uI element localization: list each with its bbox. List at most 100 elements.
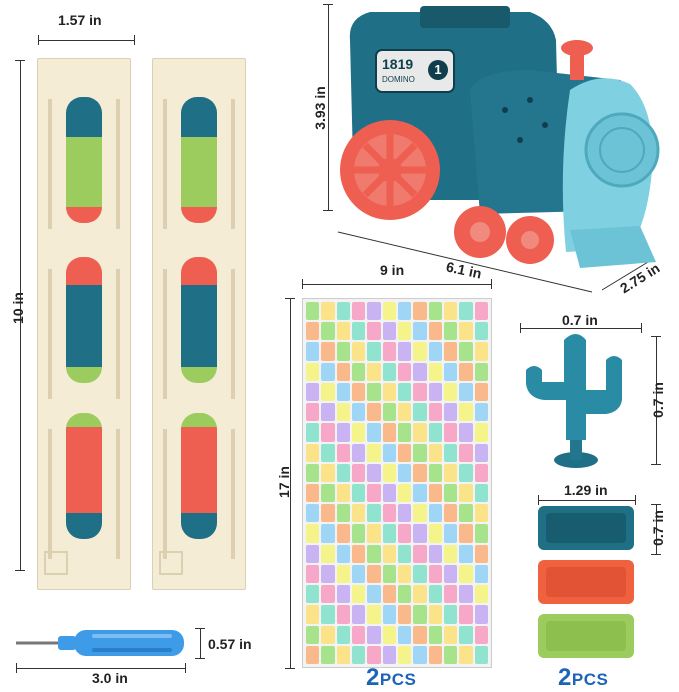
sticker-tile — [367, 423, 381, 442]
sticker-tile — [413, 645, 427, 664]
train-number-plate: 1819 DOMINO 1 — [378, 52, 454, 92]
sticker-tile — [306, 625, 320, 644]
sticker-tile — [474, 524, 488, 543]
sticker-tile — [413, 403, 427, 422]
sticker-tile — [413, 322, 427, 341]
domino-count-unit: PCS — [571, 670, 609, 689]
cactus-width-label: 0.7 in — [562, 312, 598, 328]
sticker-tile — [336, 645, 350, 664]
sticker-tile — [336, 322, 350, 341]
sticker-tile — [443, 463, 458, 482]
sticker-tile — [306, 605, 320, 624]
sticker-tile — [459, 625, 473, 644]
sticker-tile — [306, 564, 320, 584]
sticker-tile — [306, 403, 320, 422]
sticker-tile — [474, 342, 488, 361]
sticker-tile — [413, 483, 427, 503]
domino-count-number: 2 — [558, 664, 572, 691]
sticker-tile — [367, 342, 381, 361]
sticker-tile — [397, 322, 412, 341]
sheet-count-unit: PCS — [379, 670, 417, 689]
sticker-tile — [397, 585, 412, 604]
sticker-tile — [474, 645, 488, 664]
sticker-tile — [428, 342, 442, 361]
domino-stack-5 — [181, 257, 217, 383]
cactus-height-label: 0.7 in — [650, 382, 666, 418]
sticker-tile — [413, 342, 427, 361]
sticker-tile — [413, 564, 427, 584]
sticker-tile — [428, 302, 442, 321]
sticker-tile — [459, 605, 473, 624]
sticker-tile — [413, 504, 427, 523]
screwdriver-diameter-label: 0.57 in — [208, 636, 252, 652]
sticker-tile — [321, 504, 335, 523]
sticker-tile — [351, 504, 366, 523]
sticker-sheet — [302, 298, 492, 668]
sticker-tile — [459, 483, 473, 503]
sticker-tile — [336, 382, 350, 402]
sticker-tile — [382, 564, 396, 584]
sticker-tile — [428, 524, 442, 543]
sticker-tile — [351, 625, 366, 644]
sticker-tile — [459, 564, 473, 584]
sticker-tile — [306, 382, 320, 402]
sticker-tile — [474, 564, 488, 584]
sticker-tile — [428, 564, 442, 584]
sticker-tile — [474, 483, 488, 503]
sticker-tile — [336, 544, 350, 563]
sticker-tile — [306, 463, 320, 482]
sticker-tile — [428, 423, 442, 442]
sticker-tile — [397, 605, 412, 624]
sticker-tile — [459, 362, 473, 381]
domino-green — [538, 614, 634, 658]
sticker-tile — [397, 342, 412, 361]
sticker-tile — [306, 504, 320, 523]
sticker-tile — [336, 443, 350, 462]
sticker-tile — [382, 463, 396, 482]
sticker-tile — [367, 524, 381, 543]
domino-stack-2 — [66, 257, 102, 383]
sticker-tile — [382, 403, 396, 422]
sticker-tile — [443, 382, 458, 402]
sticker-tile — [382, 362, 396, 381]
sticker-tile — [321, 605, 335, 624]
sticker-tile — [459, 504, 473, 523]
plate-number: 1819 — [382, 56, 414, 72]
sticker-tile — [382, 342, 396, 361]
sticker-tile — [336, 302, 350, 321]
sticker-tile — [351, 342, 366, 361]
sticker-tile — [397, 423, 412, 442]
sheet-width-label: 9 in — [380, 262, 405, 278]
sticker-tile — [397, 625, 412, 644]
sticker-tile — [336, 423, 350, 442]
sticker-tile — [306, 585, 320, 604]
sticker-tile — [474, 362, 488, 381]
sticker-tile — [367, 605, 381, 624]
sticker-tile — [474, 423, 488, 442]
sticker-tile — [351, 322, 366, 341]
sticker-tile — [321, 403, 335, 422]
domino-count: 2PCS — [558, 664, 608, 692]
sticker-tile — [474, 463, 488, 482]
sticker-tile — [367, 504, 381, 523]
sticker-tile — [336, 403, 350, 422]
sticker-tile — [397, 544, 412, 563]
sticker-tile — [459, 403, 473, 422]
sticker-tile — [367, 645, 381, 664]
sticker-tile — [382, 302, 396, 321]
sticker-tile — [459, 463, 473, 482]
sticker-tile — [321, 483, 335, 503]
sticker-tile — [397, 443, 412, 462]
domino-stack-1 — [66, 97, 102, 223]
domino-height-label: 0.7 in — [650, 510, 666, 546]
sticker-tile — [474, 403, 488, 422]
sticker-tile — [397, 564, 412, 584]
sticker-tile — [321, 544, 335, 563]
sheet-length-label: 17 in — [276, 466, 292, 498]
track-width-label: 1.57 in — [58, 12, 102, 28]
domino-red — [538, 560, 634, 604]
sticker-tile — [306, 322, 320, 341]
sticker-tile — [413, 423, 427, 442]
sticker-tile — [336, 463, 350, 482]
sticker-tile — [351, 524, 366, 543]
